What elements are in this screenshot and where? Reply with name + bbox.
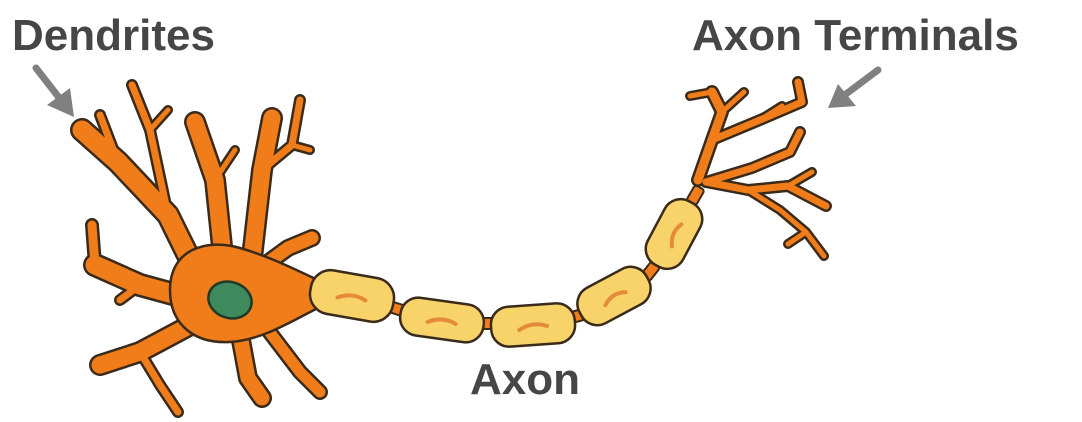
axon-terminals-arrow — [828, 70, 878, 108]
axon-label: Axon — [470, 358, 580, 402]
axon-terminals — [690, 82, 826, 256]
cell-body — [170, 245, 318, 342]
axon-terminals-label: Axon Terminals — [692, 14, 1019, 58]
dendrites-label: Dendrites — [12, 14, 215, 58]
dendrites-arrow — [36, 68, 74, 117]
